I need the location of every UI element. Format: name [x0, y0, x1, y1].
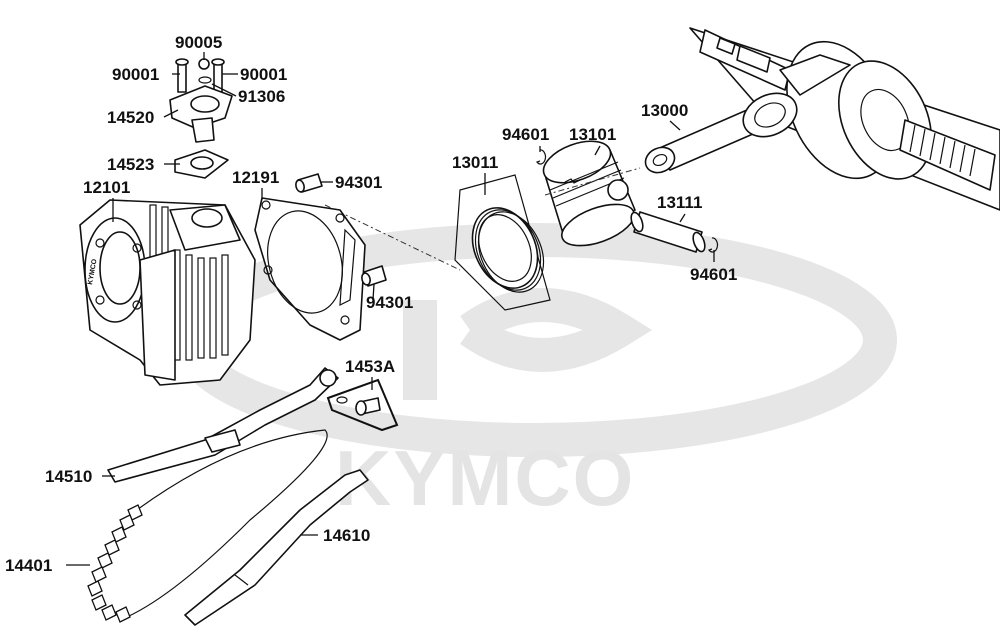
label-94601-bottom: 94601: [690, 265, 737, 284]
label-13101: 13101: [569, 125, 616, 144]
cylinder-block: KYMCO: [79, 199, 256, 386]
label-90001-left: 90001: [112, 65, 159, 84]
cam-chain: [87, 429, 328, 623]
chain-tensioner-guide: [107, 367, 339, 483]
label-90001-right: 90001: [240, 65, 287, 84]
crankshaft: [689, 27, 1000, 211]
piston-ring-set: [454, 174, 551, 311]
assembly-centerline: [324, 167, 641, 271]
piston: [542, 140, 636, 247]
label-13000: 13000: [641, 101, 688, 120]
label-94301-top: 94301: [335, 173, 382, 192]
label-94301-bottom: 94301: [366, 293, 413, 312]
cylinder-gasket: [254, 197, 366, 341]
leader-lines: [66, 52, 715, 566]
guide-bolt-kit: [326, 378, 399, 432]
label-14523: 14523: [107, 155, 154, 174]
label-90005: 90005: [175, 33, 222, 52]
label-12191: 12191: [232, 168, 279, 187]
label-12101: 12101: [83, 178, 130, 197]
label-13011: 13011: [452, 153, 498, 172]
tensioner-assembly: [169, 58, 233, 179]
label-14610: 14610: [323, 526, 370, 545]
label-1453A: 1453A: [345, 357, 395, 376]
label-91306: 91306: [238, 87, 285, 106]
label-94601-top: 94601: [502, 125, 549, 144]
label-14510: 14510: [45, 467, 92, 486]
label-13111: 13111: [657, 193, 702, 212]
watermark-text: KYMCO: [335, 434, 635, 522]
piston-pin: [630, 211, 706, 253]
label-14520: 14520: [107, 108, 154, 127]
cylinder-engraving: KYMCO: [87, 258, 99, 285]
circlip-left: [536, 149, 547, 165]
dowel-pin-top: [295, 173, 323, 193]
label-14401: 14401: [5, 556, 52, 575]
dowel-pin-bottom: [361, 265, 387, 287]
connecting-rod: [644, 92, 798, 174]
chain-guide: [184, 469, 369, 626]
circlip-right: [708, 237, 719, 253]
